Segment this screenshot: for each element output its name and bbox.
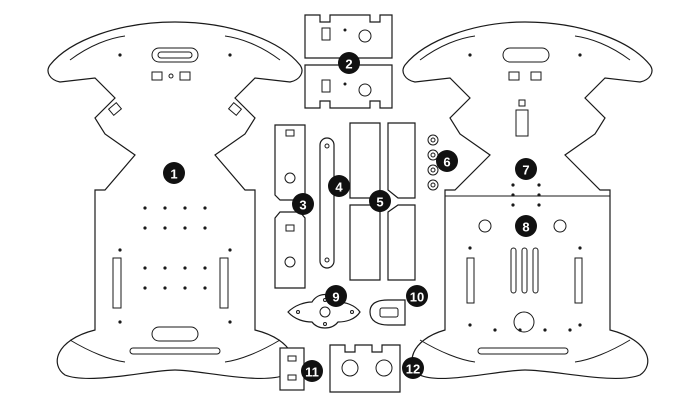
mounting-hole — [203, 226, 207, 230]
label-badge-12: 12 — [402, 357, 424, 379]
label-badge-6: 6 — [436, 150, 458, 172]
label-9: 9 — [332, 290, 339, 305]
label-1: 1 — [170, 167, 177, 182]
mounting-hole — [468, 246, 472, 250]
label-badge-5: 5 — [369, 190, 391, 212]
mounting-hole — [578, 53, 582, 57]
mounting-hole — [203, 206, 207, 210]
mounting-hole — [511, 183, 515, 187]
label-6: 6 — [443, 155, 450, 170]
mounting-hole — [118, 53, 122, 57]
mounting-hole — [568, 328, 572, 332]
label-badge-4: 4 — [328, 175, 350, 197]
mounting-hole — [203, 266, 207, 270]
label-badge-9: 9 — [325, 285, 347, 307]
right-chassis-plate — [402, 21, 653, 380]
label-5: 5 — [376, 195, 383, 210]
mounting-hole — [183, 226, 187, 230]
label-badge-11: 11 — [301, 360, 323, 382]
mounting-hole — [118, 320, 122, 324]
label-10: 10 — [410, 290, 424, 305]
mounting-hole — [163, 266, 167, 270]
mounting-hole — [228, 248, 232, 252]
mounting-hole — [143, 286, 147, 290]
sensor-mount-plate — [369, 299, 406, 326]
mounting-hole — [183, 266, 187, 270]
mounting-hole — [203, 286, 207, 290]
mounting-hole — [163, 206, 167, 210]
mounting-hole — [578, 246, 582, 250]
mounting-hole — [537, 193, 541, 197]
spacer-washers — [427, 134, 439, 191]
left-chassis-plate — [47, 21, 303, 380]
label-badge-3: 3 — [292, 193, 314, 215]
label-badge-10: 10 — [406, 285, 428, 307]
mounting-hole — [468, 53, 472, 57]
label-3: 3 — [299, 198, 306, 213]
side-plates — [349, 122, 416, 281]
label-badge-2: 2 — [338, 52, 360, 74]
label-badge-1: 1 — [163, 162, 185, 184]
mounting-hole — [228, 53, 232, 57]
label-8: 8 — [522, 220, 529, 235]
mounting-hole — [228, 320, 232, 324]
mounting-hole — [163, 226, 167, 230]
mounting-hole — [537, 203, 541, 207]
mounting-hole — [578, 323, 582, 327]
mounting-hole — [468, 323, 472, 327]
label-11: 11 — [305, 365, 319, 380]
small-bracket — [279, 347, 305, 391]
mounting-hole — [493, 328, 497, 332]
mounting-hole — [143, 266, 147, 270]
mounting-hole — [511, 203, 515, 207]
label-2: 2 — [345, 57, 352, 72]
top-bracket-plates — [304, 14, 393, 109]
label-badge-8: 8 — [515, 215, 537, 237]
mounting-hole — [543, 328, 547, 332]
mounting-hole — [143, 206, 147, 210]
mounting-hole — [143, 226, 147, 230]
label-badge-7: 7 — [515, 158, 537, 180]
mounting-hole — [518, 328, 522, 332]
mounting-hole — [118, 248, 122, 252]
mounting-hole — [183, 286, 187, 290]
label-12: 12 — [406, 362, 420, 377]
mounting-hole — [537, 183, 541, 187]
mounting-hole — [183, 206, 187, 210]
mounting-hole — [511, 193, 515, 197]
motor-bracket-pair — [274, 124, 306, 289]
dual-hole-bracket — [329, 344, 401, 393]
long-strut — [319, 137, 335, 269]
label-7: 7 — [522, 163, 529, 178]
label-4: 4 — [335, 180, 343, 195]
mounting-hole — [163, 286, 167, 290]
servo-horn — [287, 293, 361, 329]
